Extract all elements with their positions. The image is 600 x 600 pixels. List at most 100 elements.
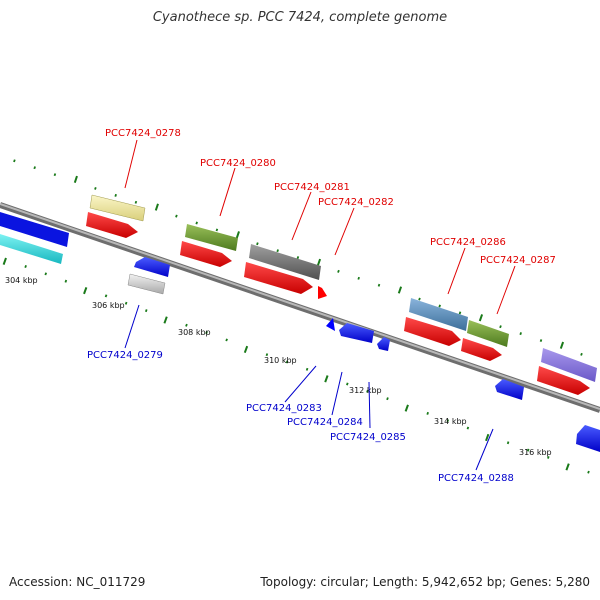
inner-tick-ring [2, 257, 590, 474]
minor-tick [337, 269, 340, 273]
cds-0284[interactable] [339, 323, 374, 343]
tick-label-312: 312 kbp [349, 386, 382, 395]
cog-boxes-forward [0, 194, 597, 382]
gene-label-0284[interactable]: PCC7424_0284 [287, 417, 363, 428]
minor-tick [499, 325, 502, 329]
cog-box-0279[interactable] [127, 273, 166, 295]
gene-label-0283[interactable]: PCC7424_0283 [246, 403, 322, 414]
tick-label-304: 304 kbp [5, 276, 38, 285]
cds-0279[interactable] [134, 257, 170, 277]
major-tick [404, 404, 409, 412]
tick-label-308: 308 kbp [178, 328, 211, 337]
minor-tick [144, 309, 148, 313]
minor-tick [506, 441, 510, 445]
gene-label-0286[interactable]: PCC7424_0286 [430, 237, 506, 248]
minor-tick [539, 339, 543, 342]
minor-tick [580, 352, 583, 356]
cog-box-left-blue[interactable] [0, 212, 69, 247]
major-tick [2, 257, 7, 265]
minor-tick [377, 283, 381, 287]
minor-tick [276, 249, 279, 253]
cds-0288[interactable] [495, 379, 524, 400]
cds-right[interactable] [537, 366, 590, 395]
minor-tick [134, 200, 138, 204]
minor-tick [526, 448, 530, 452]
cog-box-0286[interactable] [409, 298, 468, 331]
gene-label-0279[interactable]: PCC7424_0279 [87, 350, 163, 361]
minor-tick [114, 193, 117, 197]
minor-tick [44, 272, 48, 276]
cog-box-0280[interactable] [185, 224, 238, 251]
cds-0286[interactable] [404, 317, 461, 346]
cds-0280[interactable] [180, 241, 232, 267]
major-tick [478, 314, 484, 322]
cog-box-0287[interactable] [467, 320, 509, 347]
minor-tick [386, 397, 389, 401]
tick-label-306: 306 kbp [92, 301, 125, 310]
minor-tick [446, 419, 450, 423]
cds-reverse [127, 257, 600, 452]
tick-labels: 304 kbp 306 kbp 308 kbp 310 kbp 312 kbp … [5, 276, 552, 457]
gene-label-0288[interactable]: PCC7424_0288 [438, 473, 514, 484]
accession-text: Accession: NC_011729 [9, 575, 146, 589]
cds-0287[interactable] [461, 338, 502, 361]
minor-tick [519, 332, 522, 336]
gene-label-0282[interactable]: PCC7424_0282 [318, 197, 394, 208]
gene-labels-forward: PCC7424_0278 PCC7424_0280 PCC7424_0281 P… [105, 128, 556, 266]
minor-tick [215, 228, 219, 232]
minor-tick [587, 470, 590, 474]
major-tick [485, 433, 490, 442]
minor-tick [124, 301, 128, 305]
gene-label-0281[interactable]: PCC7424_0281 [274, 182, 350, 193]
cds-0283[interactable] [326, 318, 335, 331]
minor-tick [94, 187, 97, 190]
major-tick [397, 286, 403, 294]
major-tick [559, 341, 565, 349]
gene-label-0278[interactable]: PCC7424_0278 [105, 128, 181, 139]
gene-label-0285[interactable]: PCC7424_0285 [330, 432, 406, 443]
cog-box-0281[interactable] [249, 244, 321, 280]
gene-labels-reverse: PCC7424_0279 PCC7424_0283 PCC7424_0284 P… [87, 350, 514, 484]
tick-label-310: 310 kbp [264, 356, 297, 365]
cds-0282[interactable] [318, 286, 327, 299]
minor-tick [346, 382, 349, 386]
minor-tick [466, 426, 470, 430]
cds-0278[interactable] [86, 212, 138, 238]
topology-text: Topology: circular; Length: 5,942,652 bp… [260, 575, 590, 589]
tick-label-316: 316 kbp [519, 448, 552, 457]
major-tick [565, 463, 570, 471]
minor-tick [13, 159, 16, 163]
major-tick [73, 175, 78, 184]
minor-tick [305, 367, 309, 371]
minor-tick [104, 294, 108, 298]
gene-label-0287[interactable]: PCC7424_0287 [480, 255, 556, 266]
minor-tick [195, 221, 198, 225]
cog-box-right[interactable] [541, 348, 597, 382]
minor-tick [53, 173, 57, 177]
minor-tick [438, 304, 441, 308]
genome-backbone [0, 202, 600, 413]
minor-tick [296, 256, 300, 260]
minor-tick [33, 166, 36, 170]
label-leaders [124, 139, 516, 471]
cog-box-left-cyan[interactable] [0, 234, 63, 264]
minor-tick [458, 311, 462, 315]
minor-tick [547, 456, 550, 459]
minor-tick [24, 264, 27, 269]
gene-label-0280[interactable]: PCC7424_0280 [200, 158, 276, 169]
cds-right-reverse[interactable] [576, 425, 600, 452]
cog-box-0278[interactable] [89, 194, 146, 222]
cds-0285[interactable] [377, 337, 390, 351]
minor-tick [185, 323, 188, 327]
cds-0281[interactable] [244, 262, 313, 294]
cds-forward [86, 212, 590, 395]
minor-tick [357, 276, 360, 280]
minor-tick [64, 279, 68, 283]
major-tick [235, 231, 240, 239]
major-tick [154, 203, 159, 211]
minor-tick [225, 338, 228, 342]
minor-tick [175, 214, 178, 218]
major-tick [243, 345, 249, 354]
major-tick [83, 287, 88, 295]
